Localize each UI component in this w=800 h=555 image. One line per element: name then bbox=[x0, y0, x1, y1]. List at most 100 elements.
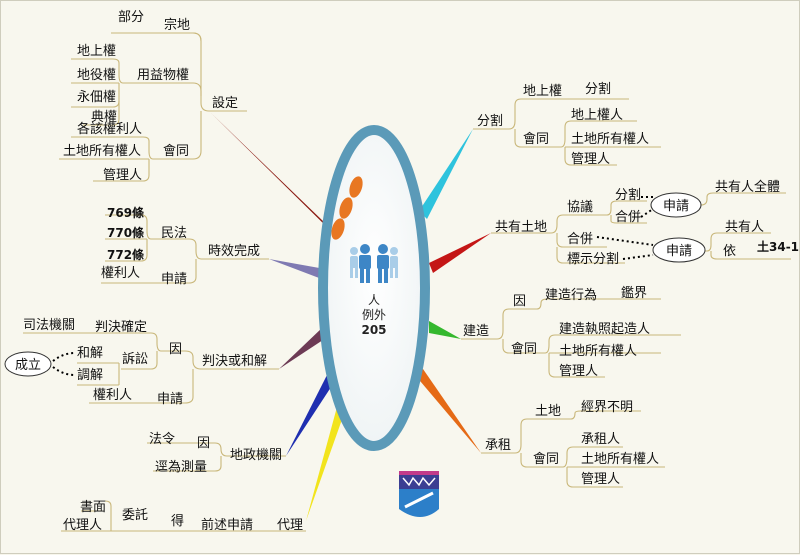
branch-fenge bbox=[473, 98, 661, 166]
branch-gongyou bbox=[491, 192, 791, 264]
node-bufen: 部分 bbox=[118, 10, 144, 25]
center-label-1: 人 bbox=[368, 293, 380, 307]
branch-daili bbox=[61, 500, 306, 532]
node-diyiquan: 地役權 bbox=[77, 68, 116, 83]
branch-shixiao bbox=[101, 214, 269, 284]
node-shenqing2-ellipse bbox=[652, 237, 706, 263]
center-label-2: 例外 bbox=[362, 308, 386, 322]
node-faling: 法令 bbox=[149, 432, 175, 447]
dotted-chengli-hejie bbox=[52, 352, 76, 362]
node-zongdi: 宗地 bbox=[164, 17, 190, 33]
spoke-jianzao bbox=[429, 321, 461, 339]
node-qianshu: 前述申請 bbox=[201, 517, 253, 533]
node-gegaiquanli: 各該權利人 bbox=[77, 121, 142, 137]
node-sifa: 司法機關 bbox=[23, 318, 75, 333]
node-susong: 訴訟 bbox=[122, 351, 148, 367]
spoke-fenge bbox=[419, 129, 473, 219]
node-chengzuren: 承租人 bbox=[581, 432, 620, 447]
node-tudisuoyou-l: 土地所有權人 bbox=[63, 144, 141, 159]
spoke-sheding bbox=[211, 113, 331, 231]
node-yongyi: 用益物權 bbox=[137, 68, 189, 83]
node-yin-dizheng: 因 bbox=[197, 436, 210, 451]
node-shenqing-r: 申請 bbox=[663, 199, 689, 214]
node-jianzao: 建造 bbox=[463, 324, 489, 339]
node-guanliren-l: 管理人 bbox=[103, 168, 142, 183]
node-guanliren2: 管理人 bbox=[559, 364, 598, 379]
node-quanliren-shixiao: 權利人 bbox=[101, 266, 140, 281]
node-fenge3: 分割 bbox=[615, 187, 641, 203]
node-guanliren-r: 管理人 bbox=[571, 152, 610, 167]
branch-dizheng bbox=[147, 442, 286, 472]
node-shenqing2: 申請 bbox=[666, 244, 692, 259]
people-icon bbox=[350, 244, 398, 283]
node-shumian: 書面 bbox=[80, 500, 106, 515]
node-gongyou: 共有土地 bbox=[495, 220, 547, 235]
node-tudisuoyou2: 土地所有權人 bbox=[559, 344, 637, 359]
node-panjue: 判決或和解 bbox=[202, 354, 267, 369]
spoke-shixiao bbox=[269, 259, 327, 281]
node-yi: 依 bbox=[723, 244, 736, 259]
branch-panjue bbox=[23, 332, 279, 404]
dotted-chengli-tiaojie bbox=[52, 366, 76, 376]
node-chengli: 成立 bbox=[15, 358, 41, 373]
node-shixiao: 時效完成 bbox=[208, 244, 260, 259]
branch-sheding bbox=[59, 32, 247, 182]
node-zhizhao: 建造執照起造人 bbox=[559, 321, 650, 337]
node-tu341: 土34-1 bbox=[757, 239, 799, 254]
node-guanliren3: 管理人 bbox=[581, 472, 620, 487]
node-minfa: 民法 bbox=[161, 226, 187, 241]
node-tudisuoyou-r: 土地所有權人 bbox=[571, 132, 649, 147]
node-jianjie: 鑑界 bbox=[621, 285, 647, 301]
node-dishangquan-l: 地上權 bbox=[77, 44, 116, 59]
logo-emblem bbox=[399, 471, 439, 517]
node-biaoshi: 標示分割 bbox=[567, 251, 619, 267]
node-hebing: 合併 bbox=[615, 210, 641, 225]
center-oval bbox=[318, 125, 430, 451]
node-jianzaoxingwei: 建造行為 bbox=[545, 287, 597, 303]
node-shenqing-panjue: 申請 bbox=[157, 392, 183, 407]
branch-chengzu bbox=[481, 410, 665, 488]
node-weituo: 委託 bbox=[122, 507, 148, 523]
node-shenqing-r-ellipse bbox=[650, 192, 702, 218]
orange-dot-2 bbox=[339, 197, 353, 219]
node-yin-r: 因 bbox=[513, 294, 526, 309]
dotted-biaoshi bbox=[622, 254, 654, 260]
node-hejie: 和解 bbox=[77, 346, 103, 361]
node-dailiren: 代理人 bbox=[63, 518, 102, 533]
node-quanliren-panjue: 權利人 bbox=[93, 388, 132, 403]
node-huitong3: 會同 bbox=[533, 452, 559, 467]
orange-dot-3 bbox=[331, 218, 345, 240]
node-jingjie: 經界不明 bbox=[581, 400, 633, 415]
node-tudi: 土地 bbox=[535, 404, 561, 419]
node-zunwei: 逕為測量 bbox=[155, 459, 207, 475]
spoke-chengzu bbox=[415, 369, 481, 453]
node-tiaojie: 調解 bbox=[77, 368, 103, 383]
node-yin-l: 因 bbox=[169, 342, 182, 357]
node-hebing2: 合併 bbox=[567, 232, 593, 247]
center-label-3: 205 bbox=[361, 323, 386, 337]
node-shenqing-shixiao: 申請 bbox=[161, 272, 187, 287]
node-fenge2: 分割 bbox=[585, 81, 611, 97]
dotted-hebing bbox=[640, 208, 654, 218]
node-chengzu: 承租 bbox=[485, 438, 511, 453]
node-dizheng: 地政機關 bbox=[230, 448, 282, 463]
node-art769: 769條 bbox=[107, 205, 145, 220]
node-art770: 770條 bbox=[107, 225, 145, 240]
spoke-dizheng bbox=[286, 375, 335, 456]
node-fenge-r: 分割 bbox=[477, 113, 503, 129]
node-dishangquanren: 地上權人 bbox=[571, 108, 623, 123]
node-dishangquan-r: 地上權 bbox=[523, 84, 562, 99]
node-daili: 代理 bbox=[277, 518, 303, 533]
node-tudisuoyou3: 土地所有權人 bbox=[581, 452, 659, 467]
orange-dot-1 bbox=[349, 176, 363, 198]
node-de: 得 bbox=[171, 513, 184, 529]
spoke-panjue bbox=[279, 327, 329, 369]
node-panjuequeding: 判決確定 bbox=[95, 319, 147, 335]
node-dianquan: 典權 bbox=[91, 110, 117, 125]
node-gongyouren: 共有人 bbox=[725, 220, 764, 235]
node-art772: 772條 bbox=[107, 247, 145, 262]
dotted-hebing2 bbox=[596, 236, 654, 246]
node-huitong2: 會同 bbox=[511, 342, 537, 357]
